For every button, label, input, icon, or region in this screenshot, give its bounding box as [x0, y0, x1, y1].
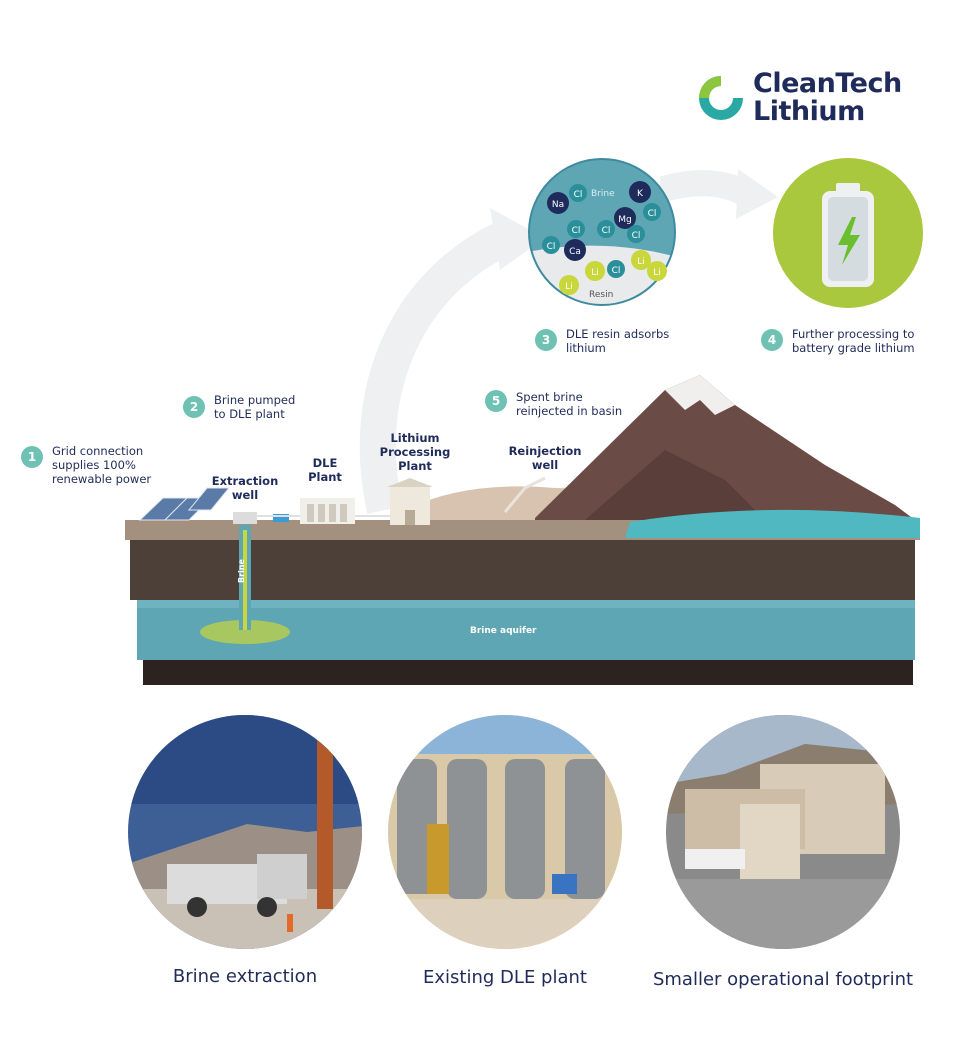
ion-mg: Mg [614, 207, 636, 229]
flow-arrow-right [660, 169, 778, 219]
ion-cl: Cl [643, 203, 661, 221]
ion-cl: Cl [569, 184, 587, 202]
ion-cl: Cl [607, 260, 625, 278]
step-3-badge: 3 [535, 329, 557, 351]
ion-li: Li [631, 250, 651, 270]
ion-k: K [629, 181, 651, 203]
resin-ions: Brine Resin Na K Mg Ca Cl Cl Cl Cl Cl Cl… [527, 157, 677, 307]
ion-cl: Cl [597, 220, 615, 238]
logo-mark-icon [699, 76, 743, 120]
ion-na: Na [547, 192, 569, 214]
caption-dle-plant: Existing DLE plant [423, 967, 587, 988]
step-5-badge: 5 [485, 390, 507, 412]
flow-arrow-up [359, 208, 545, 514]
resin-label: Resin [589, 290, 614, 300]
operational-footprint-photo [666, 715, 900, 949]
ion-ca: Ca [564, 239, 586, 261]
caption-footprint: Smaller operational footprint [652, 969, 914, 990]
ion-cl: Cl [627, 225, 645, 243]
logo-line-2: Lithium [753, 96, 865, 127]
company-logo: CleanTech Lithium [695, 70, 905, 126]
landscape-cross-section [125, 375, 920, 685]
ion-li: Li [647, 261, 667, 281]
step-1-badge: 1 [21, 446, 43, 468]
step-2-badge: 2 [183, 396, 205, 418]
dle-plant-photo [388, 715, 622, 949]
caption-brine-extraction: Brine extraction [172, 966, 318, 987]
brine-extraction-photo [128, 715, 362, 949]
ion-cl: Cl [542, 236, 560, 254]
ion-li: Li [585, 261, 605, 281]
brine-well-label: Brine [237, 559, 246, 583]
lightning-icon [838, 217, 860, 265]
logo-line-1: CleanTech [753, 68, 902, 99]
step-4-badge: 4 [761, 329, 783, 351]
brine-label: Brine [591, 189, 615, 199]
ion-li: Li [559, 275, 579, 295]
battery-circle [773, 158, 923, 308]
ion-cl: Cl [567, 220, 585, 238]
aquifer-label: Brine aquifer [470, 626, 537, 636]
